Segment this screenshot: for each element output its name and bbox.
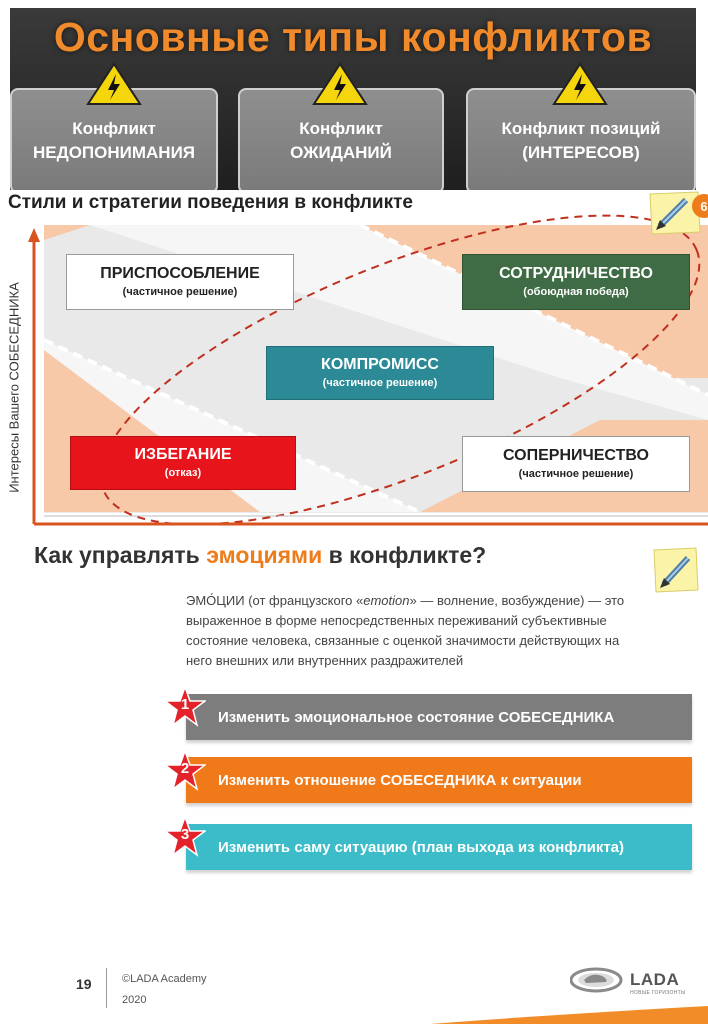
strategy-name: ИЗБЕГАНИЕ	[134, 445, 231, 465]
warning-icon	[552, 62, 608, 106]
strategy-name: СОТРУДНИЧЕСТВО	[499, 264, 653, 284]
conflict-type-line2: ОЖИДАНИЙ	[290, 141, 392, 165]
footer-orange-swoosh	[0, 1000, 708, 1024]
strategy-subtitle: (отказ)	[165, 465, 201, 481]
y-axis-label: Интересы Вашего СОБЕСЕДНИКА	[7, 258, 22, 518]
sticky-note-pencil-icon	[650, 546, 700, 596]
strategy-subtitle: (частичное решение)	[519, 466, 634, 482]
emotions-title-before: Как управлять	[34, 542, 206, 568]
star-number: 3	[164, 826, 206, 843]
warning-icon	[86, 62, 142, 106]
strategy-accommodation: ПРИСПОСОБЛЕНИЕ (частичное решение)	[66, 254, 294, 310]
lada-brand-sub: НОВЫЕ ГОРИЗОНТЫ	[630, 990, 686, 996]
strategy-subtitle: (обоюдная победа)	[523, 284, 628, 300]
strategy-competition: СОПЕРНИЧЕСТВО (частичное решение)	[462, 436, 690, 492]
strategy-name: КОМПРОМИСС	[321, 355, 439, 375]
definition-emphasis: emotion	[363, 593, 409, 608]
strategy-subtitle: (частичное решение)	[323, 375, 438, 391]
step-text: Изменить эмоциональное состояние СОБЕСЕД…	[218, 709, 614, 726]
strategy-avoidance: ИЗБЕГАНИЕ (отказ)	[70, 436, 296, 490]
star-number-3-icon: 3	[164, 816, 206, 858]
page-number: 19	[76, 976, 92, 992]
note-badge-number: 6	[700, 199, 707, 214]
star-number: 2	[164, 760, 206, 777]
emotion-definition: ЭМО́ЦИИ (от французского «emotion» — вол…	[186, 591, 646, 671]
conflict-type-line1: Конфликт позиций	[502, 117, 661, 141]
strategy-compromise: КОМПРОМИСС (частичное решение)	[266, 346, 494, 400]
star-number: 1	[164, 696, 206, 713]
step-text: Изменить саму ситуацию (план выхода из к…	[218, 839, 624, 856]
strategies-title: Стили и стратегии поведения в конфликте	[8, 192, 413, 214]
footer-copyright: ©LADA Academy	[122, 973, 207, 985]
step-1-bar: Изменить эмоциональное состояние СОБЕСЕД…	[186, 694, 692, 740]
strategy-name: СОПЕРНИЧЕСТВО	[503, 446, 649, 466]
strategy-subtitle: (частичное решение)	[123, 284, 238, 300]
sticky-note-pencil-icon: 6	[646, 190, 708, 238]
y-axis-arrow	[28, 228, 40, 242]
conflict-type-line1: Конфликт	[299, 117, 383, 141]
peach-region-top-left	[44, 225, 90, 240]
definition-term: ЭМО́ЦИИ (от французского «	[186, 593, 363, 608]
strategy-collaboration: СОТРУДНИЧЕСТВО (обоюдная победа)	[462, 254, 690, 310]
banner-title: Основные типы конфликтов	[10, 14, 696, 61]
lada-brand: LADA	[630, 970, 679, 990]
star-number-2-icon: 2	[164, 750, 206, 792]
conflict-type-line2: (ИНТЕРЕСОВ)	[522, 141, 640, 165]
conflict-type-line2: НЕДОПОНИМАНИЯ	[33, 141, 195, 165]
emotions-title-after: в конфликте?	[322, 542, 486, 568]
step-3-bar: Изменить саму ситуацию (план выхода из к…	[186, 824, 692, 870]
step-text: Изменить отношение СОБЕСЕДНИКА к ситуаци…	[218, 772, 582, 789]
strategy-name: ПРИСПОСОБЛЕНИЕ	[100, 264, 260, 284]
star-number-1-icon: 1	[164, 686, 206, 728]
conflict-type-line1: Конфликт	[72, 117, 156, 141]
conflict-types-banner: Основные типы конфликтов Конфликт НЕДОПО…	[10, 8, 696, 190]
step-2-bar: Изменить отношение СОБЕСЕДНИКА к ситуаци…	[186, 757, 692, 803]
warning-icon	[312, 62, 368, 106]
emotions-title-highlight: эмоциями	[206, 542, 322, 568]
emotions-title: Как управлять эмоциями в конфликте?	[34, 542, 486, 569]
